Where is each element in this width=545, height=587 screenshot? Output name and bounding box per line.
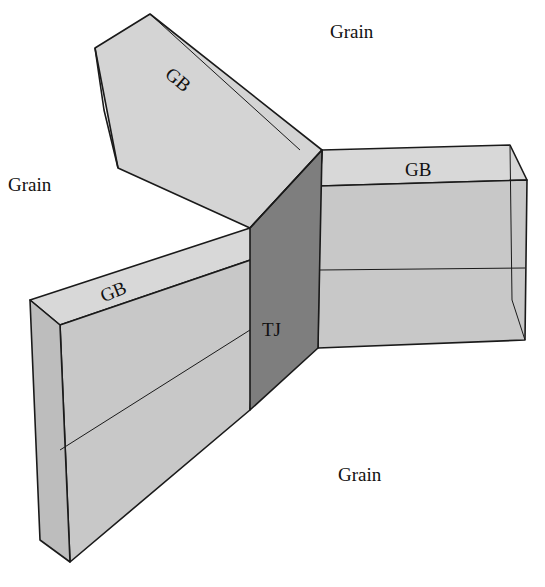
triple-junction-prism — [250, 150, 322, 410]
grain-label: Grain — [338, 465, 381, 484]
slab-edge — [320, 268, 525, 270]
slab-edge — [95, 48, 118, 168]
slab-edge — [150, 14, 300, 150]
right-slab-top — [320, 145, 527, 186]
junction-edge — [250, 150, 322, 228]
grain-boundary-label: GB — [405, 160, 431, 179]
slab-edge — [510, 145, 525, 340]
left-slab-side — [30, 300, 70, 562]
triple-junction-label: TJ — [262, 320, 281, 339]
grain-label: Grain — [8, 175, 51, 194]
left-slab-face — [60, 256, 262, 562]
slab-edge — [60, 330, 250, 450]
right-slab-face — [318, 180, 527, 348]
grain-label: Grain — [330, 22, 373, 41]
